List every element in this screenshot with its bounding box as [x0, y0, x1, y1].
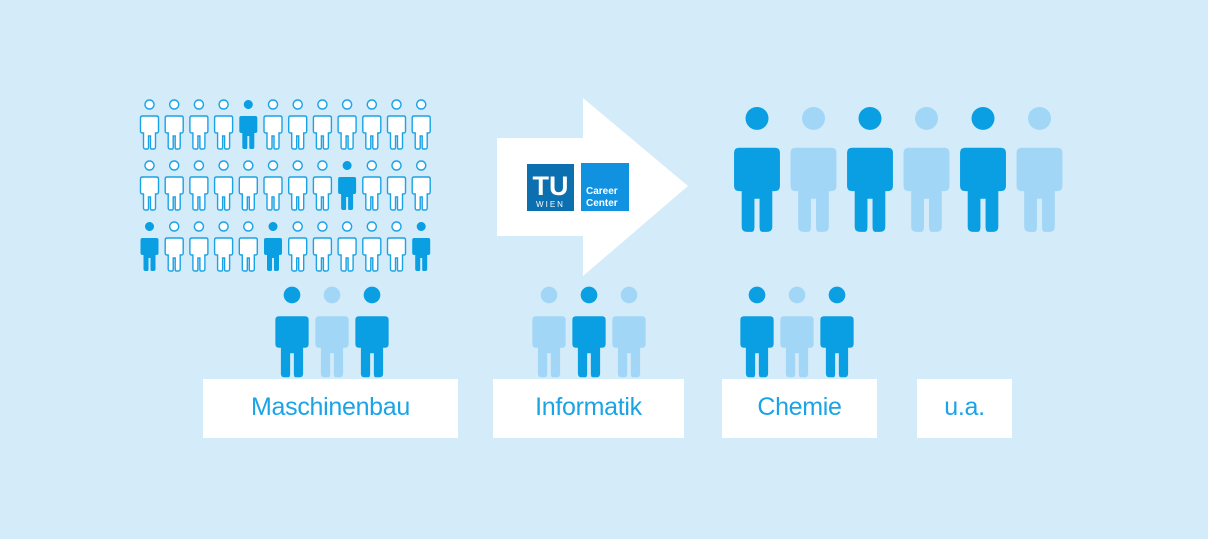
person-outline-icon [238, 221, 258, 272]
person-outline-icon [189, 99, 209, 150]
person-outline-icon [213, 99, 234, 150]
person-outline-icon [386, 221, 407, 272]
person-outline-icon [263, 160, 283, 211]
career-text: Career [586, 186, 618, 197]
person-outline-icon [139, 99, 160, 150]
group-label-informatik: Informatik [493, 379, 684, 438]
person-icon [275, 286, 309, 378]
person-outline-icon [386, 99, 407, 150]
person-icon [780, 286, 814, 378]
tu-wien-career-center-logo: TU WIEN Career Center [527, 163, 629, 211]
person-outline-icon [288, 99, 308, 150]
crowd-grid [139, 99, 431, 272]
person-icon [532, 286, 566, 378]
person-outline-icon [164, 160, 184, 211]
person-outline-icon [288, 160, 308, 211]
person-icon [315, 286, 349, 378]
person-icon [734, 106, 780, 232]
person-icon [740, 286, 774, 378]
person-outline-icon [386, 160, 407, 211]
person-icon [338, 161, 357, 210]
group-label-ua: u.a. [917, 379, 1012, 438]
person-outline-icon [189, 160, 209, 211]
person-icon [355, 286, 389, 378]
person-icon [264, 222, 282, 271]
person-outline-icon [312, 221, 333, 272]
person-outline-icon [164, 99, 184, 150]
person-outline-icon [312, 160, 333, 211]
person-outline-icon [411, 160, 431, 211]
group-label-maschinenbau: Maschinenbau [203, 379, 458, 438]
person-outline-icon [139, 160, 160, 211]
person-icon [847, 106, 893, 232]
center-text: Center [586, 198, 618, 209]
wien-text: WIEN [536, 200, 565, 209]
person-outline-icon [164, 221, 184, 272]
person-outline-icon [337, 221, 357, 272]
person-outline-icon [411, 99, 431, 150]
tu-text: TU [533, 171, 569, 201]
person-outline-icon [238, 160, 258, 211]
person-outline-icon [362, 99, 382, 150]
person-icon [140, 222, 159, 271]
person-icon [820, 286, 854, 378]
person-icon [612, 286, 646, 378]
person-outline-icon [362, 160, 382, 211]
person-outline-icon [362, 221, 382, 272]
person-outline-icon [189, 221, 209, 272]
person-icon [1016, 106, 1063, 232]
group-people [275, 286, 854, 378]
person-outline-icon [288, 221, 308, 272]
person-outline-icon [312, 99, 333, 150]
person-outline-icon [263, 99, 283, 150]
person-icon [790, 106, 837, 232]
arrow-right-icon: TU WIEN Career Center [497, 98, 688, 276]
group-label-chemie: Chemie [722, 379, 877, 438]
person-outline-icon [213, 160, 234, 211]
person-icon [903, 106, 950, 232]
person-icon [239, 100, 258, 149]
career-center-logo-block [581, 163, 629, 211]
selected-people [734, 106, 1063, 232]
tu-wien-logo-block [527, 164, 574, 211]
person-icon [572, 286, 606, 378]
person-outline-icon [213, 221, 234, 272]
person-outline-icon [337, 99, 357, 150]
person-icon [960, 106, 1006, 232]
person-icon [412, 222, 431, 271]
